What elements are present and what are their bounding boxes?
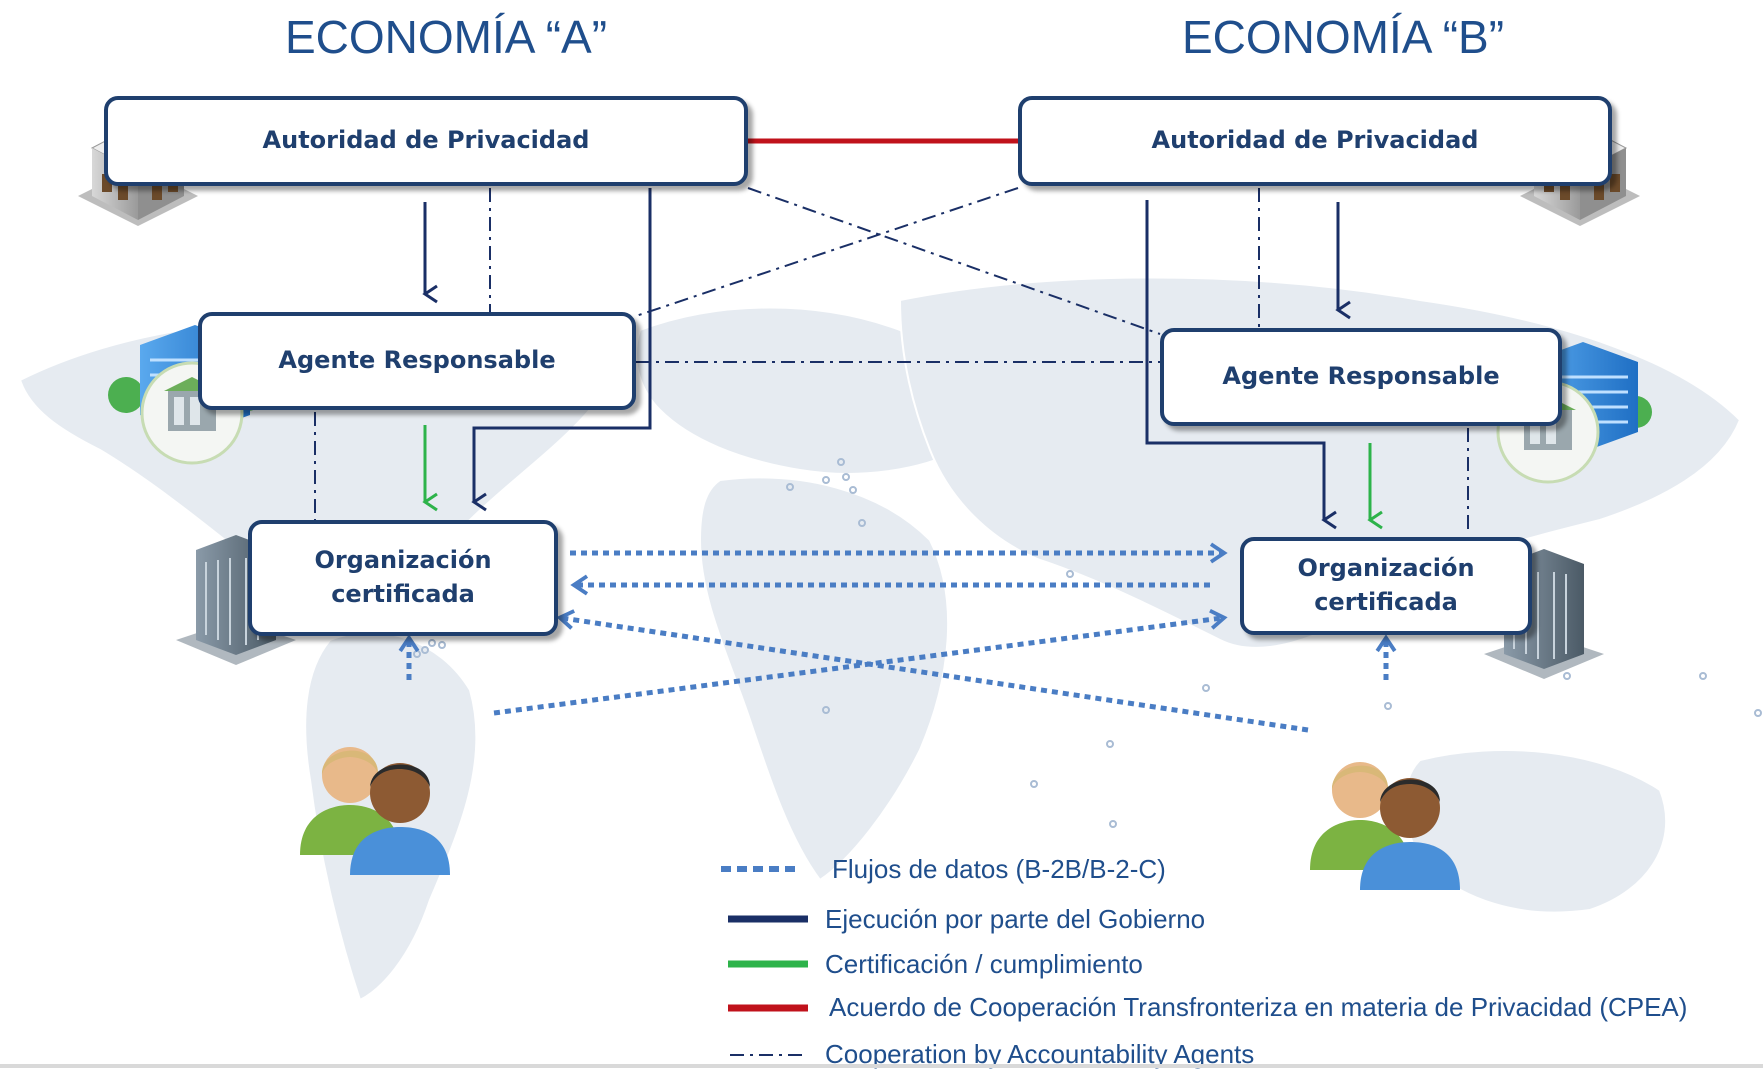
certified-organization-a: Organización certificada (248, 520, 558, 636)
economy-a-title: ECONOMÍA “A” (285, 11, 608, 63)
privacy-authority-b-label: Autoridad de Privacidad (1151, 126, 1479, 155)
economy-b-title: ECONOMÍA “B” (1182, 11, 1505, 63)
certified-organization-b: Organización certificada (1240, 537, 1532, 635)
accountability-agent-a-label: Agente Responsable (278, 346, 556, 375)
certified-organization-b-line2: certificada (1314, 588, 1458, 616)
enforcement-arrows (422, 188, 1351, 530)
certified-organization-b-line1: Organización (1297, 554, 1475, 583)
accountability-agent-b-label: Agente Responsable (1222, 362, 1500, 391)
certified-organization-a-line2: certificada (331, 580, 475, 608)
cooperation-lines (314, 187, 1469, 535)
privacy-authority-b: Autoridad de Privacidad (1018, 96, 1612, 186)
accountability-agent-b: Agente Responsable (1160, 328, 1562, 426)
legend-enforcement: Ejecución por parte del Gobierno (825, 904, 1206, 934)
data-flow-arrows (398, 542, 1397, 733)
legend-certification: Certificación / cumplimiento (825, 949, 1143, 979)
users-icon (1310, 762, 1460, 890)
certified-organization-a-line1: Organización (314, 546, 492, 575)
legend-cpea: Acuerdo de Cooperación Transfronteriza e… (829, 992, 1688, 1022)
accountability-agent-a: Agente Responsable (198, 312, 636, 410)
privacy-authority-a: Autoridad de Privacidad (104, 96, 748, 186)
users-icon (300, 747, 450, 875)
legend-swatches (721, 866, 808, 1056)
certification-arrows (422, 425, 1383, 530)
bottom-border (0, 1064, 1763, 1068)
legend-data-flows: Flujos de datos (B-2B/B-2-C) (832, 854, 1166, 884)
map-location-dots (413, 458, 1762, 828)
privacy-authority-a-label: Autoridad de Privacidad (262, 126, 590, 155)
